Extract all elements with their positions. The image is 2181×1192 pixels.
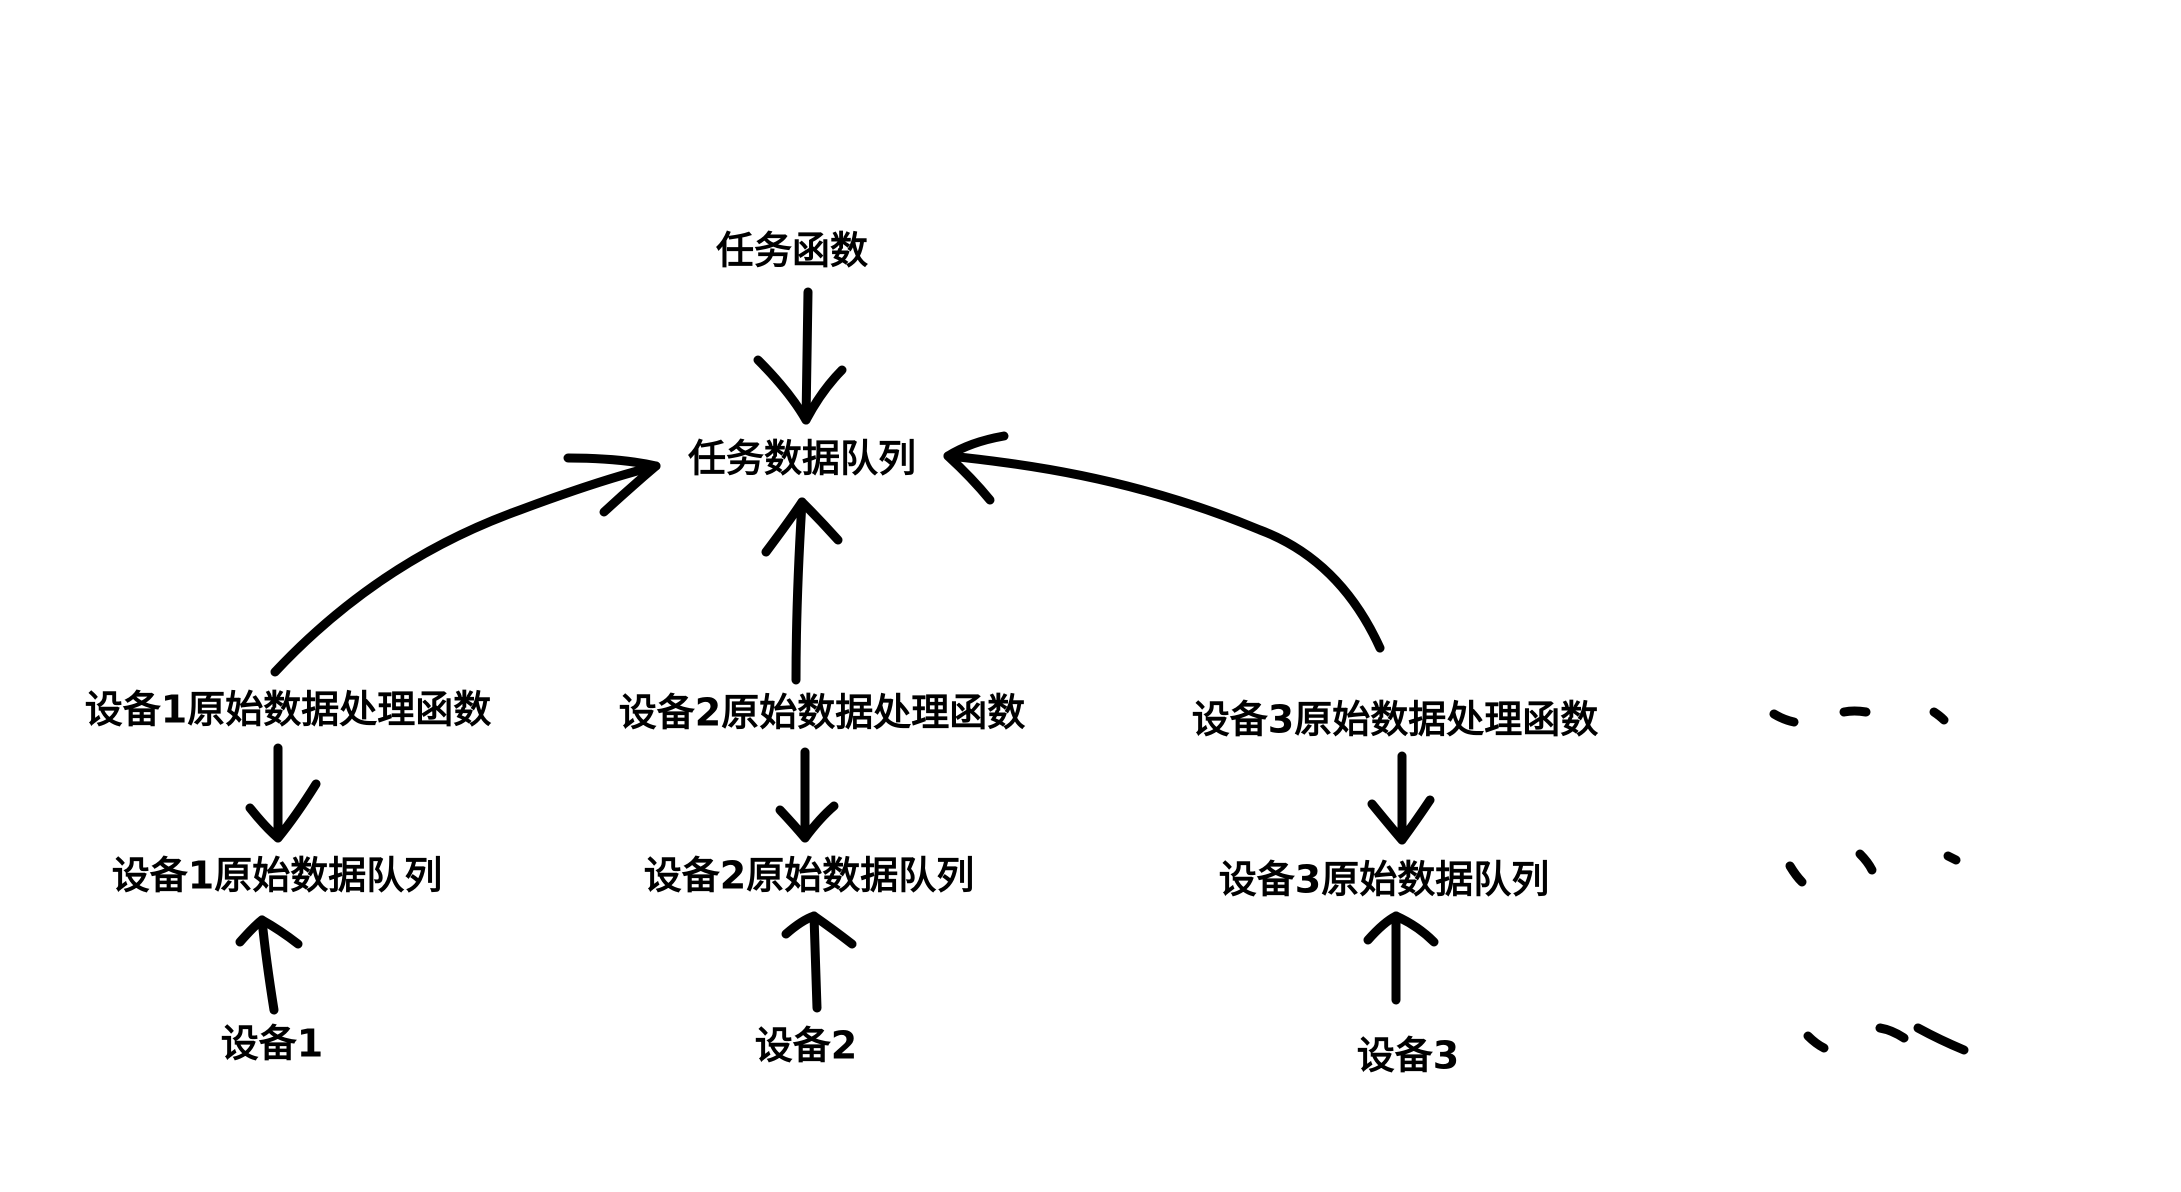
device1-label: 设备1 <box>220 1021 324 1066</box>
ellipsis-marks <box>1769 706 1969 1055</box>
task-function-label: 任务函数 <box>715 228 869 273</box>
arrow-task-to-queue <box>753 287 847 425</box>
arrow-device3-to-raw-queue <box>1363 911 1439 1005</box>
arrow-processor1-to-raw-queue <box>245 743 321 843</box>
arrow-processor1-to-queue <box>270 453 661 677</box>
arrow-processor2-to-queue <box>761 497 843 685</box>
arrow-device1-to-raw-queue <box>235 915 303 1015</box>
device1-raw-queue-label: 设备1原始数据队列 <box>111 853 443 898</box>
arrow-device2-to-raw-queue <box>781 911 857 1013</box>
task-data-queue-label: 任务数据队列 <box>687 436 917 481</box>
device2-raw-queue-label: 设备2原始数据队列 <box>643 853 975 898</box>
arrow-processor3-to-queue <box>943 431 1385 653</box>
device3-label: 设备3 <box>1356 1033 1460 1078</box>
device3-raw-queue-label: 设备3原始数据队列 <box>1218 857 1550 902</box>
arrow-processor2-to-raw-queue <box>775 747 839 843</box>
device2-label: 设备2 <box>754 1023 858 1068</box>
arrow-processor3-to-raw-queue <box>1367 751 1435 845</box>
device3-processor-label: 设备3原始数据处理函数 <box>1191 697 1599 742</box>
device2-processor-label: 设备2原始数据处理函数 <box>618 690 1026 735</box>
device1-processor-label: 设备1原始数据处理函数 <box>84 687 492 732</box>
